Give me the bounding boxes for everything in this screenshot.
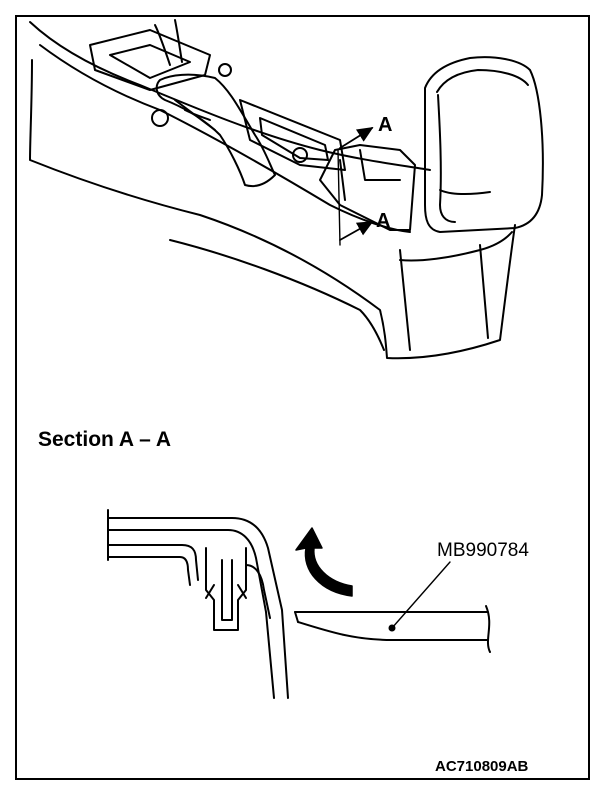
console-rear-panel — [399, 244, 489, 351]
console-inner-edge — [39, 44, 411, 233]
parking-brake-lever — [155, 73, 276, 188]
figure-id: AC710809AB — [435, 758, 529, 775]
lid-front-face — [439, 189, 491, 196]
tray-inner — [259, 117, 329, 161]
section-title: Section A – A — [38, 428, 172, 451]
pry-direction-arrow — [295, 527, 353, 597]
tool-part-number: MB990784 — [437, 540, 529, 561]
section-arrow-lower — [339, 221, 374, 241]
lid-inner-edge — [436, 69, 529, 93]
callout-a-upper: A — [378, 114, 393, 136]
section-line — [337, 149, 341, 246]
box-lid — [424, 56, 544, 233]
box-inner-wall — [339, 149, 401, 201]
panel-inner-top — [107, 529, 275, 699]
shift-gate — [109, 44, 191, 79]
tray-hole — [292, 147, 308, 163]
tool-leader — [391, 561, 451, 629]
console-lower-side — [399, 231, 513, 262]
panel-outer-top — [107, 517, 289, 699]
console-body-outline — [29, 59, 516, 360]
brake-lever-detail — [174, 99, 216, 131]
tool-end — [485, 605, 491, 653]
box-opening — [319, 144, 416, 231]
section-arrow-upper — [339, 127, 374, 149]
console-button — [218, 63, 232, 77]
shift-lever — [154, 19, 183, 66]
tool-blade — [294, 611, 489, 641]
trim-right — [245, 564, 271, 619]
console-tray — [239, 99, 346, 171]
clip-body — [205, 547, 247, 631]
tool-leader-dot — [388, 624, 396, 632]
callout-a-lower: A — [376, 210, 391, 232]
figure-frame — [15, 15, 590, 780]
trim-lower — [107, 556, 191, 586]
clip-head — [205, 584, 247, 599]
console-side-panel — [169, 239, 385, 351]
console-top-edge — [29, 21, 431, 171]
tool-tip — [294, 611, 299, 623]
lid-side-edge — [437, 94, 456, 223]
clip-inner — [221, 559, 233, 621]
shift-surround — [89, 29, 211, 91]
brake-pivot — [151, 109, 169, 127]
trim-upper — [107, 544, 199, 581]
